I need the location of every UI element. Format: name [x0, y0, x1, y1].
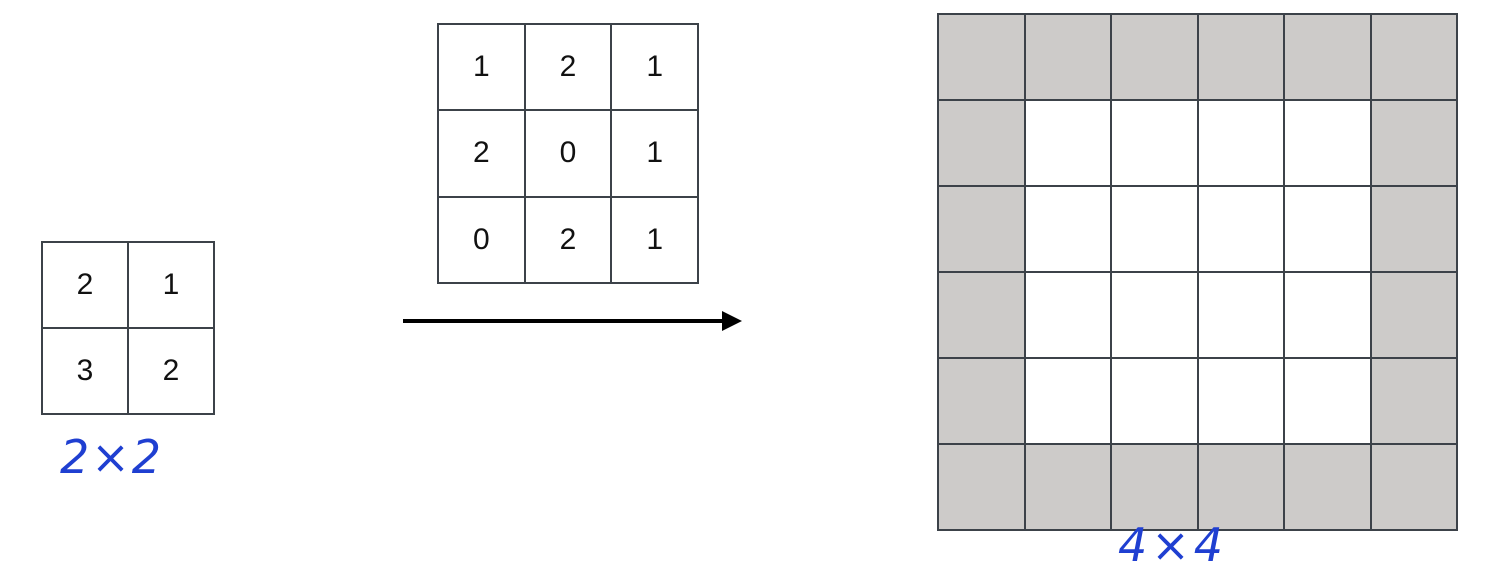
- input-cell: 1: [129, 243, 215, 329]
- padding-cell: [939, 273, 1026, 359]
- output-cell: [1285, 273, 1372, 359]
- output-cell: [1025, 101, 1112, 187]
- output-cell: [1285, 101, 1372, 187]
- padding-cell: [1371, 359, 1458, 445]
- output-cell: [1112, 187, 1199, 273]
- input-cell: 2: [43, 243, 129, 329]
- kernel-cell: 1: [612, 25, 699, 112]
- kernel-cell: 1: [612, 111, 699, 198]
- output-cell: [1198, 187, 1285, 273]
- kernel-cell: 1: [439, 25, 526, 112]
- input-matrix: 2 1 3 2: [41, 241, 215, 415]
- padding-cell: [1112, 15, 1199, 101]
- padding-cell: [1371, 15, 1458, 101]
- padding-cell: [939, 187, 1026, 273]
- output-cell: [1198, 101, 1285, 187]
- output-cell: [1285, 359, 1372, 445]
- output-cell: [1112, 273, 1199, 359]
- output-cell: [1112, 359, 1199, 445]
- padding-cell: [939, 101, 1026, 187]
- output-cell: [1198, 359, 1285, 445]
- output-cell: [1025, 273, 1112, 359]
- padding-cell: [1285, 15, 1372, 101]
- input-size-annotation: 2×2: [60, 430, 164, 484]
- padding-cell: [1025, 15, 1112, 101]
- padding-cell: [1371, 445, 1458, 531]
- kernel-cell: 2: [525, 25, 613, 112]
- output-cell: [1025, 187, 1112, 273]
- padding-cell: [939, 445, 1026, 531]
- output-size-annotation: 4×4: [1118, 518, 1228, 572]
- padding-cell: [1198, 445, 1285, 531]
- kernel-cell: 2: [525, 197, 613, 284]
- padding-cell: [1371, 273, 1458, 359]
- kernel-cell: 1: [612, 197, 699, 284]
- padding-cell: [1112, 445, 1199, 531]
- kernel-cell: 0: [439, 197, 526, 284]
- output-cell: [1198, 273, 1285, 359]
- kernel-matrix: 1 2 1 2 0 1 0 2 1: [437, 23, 699, 284]
- padding-cell: [939, 15, 1026, 101]
- padding-cell: [1025, 445, 1112, 531]
- padding-cell: [939, 359, 1026, 445]
- right-arrow-icon: [403, 311, 742, 331]
- padding-cell: [1285, 445, 1372, 531]
- output-cell: [1025, 359, 1112, 445]
- arrow-head: [722, 311, 742, 331]
- padding-cell: [1198, 15, 1285, 101]
- input-cell: 3: [43, 329, 129, 415]
- output-cell: [1285, 187, 1372, 273]
- output-cell: [1112, 101, 1199, 187]
- input-cell: 2: [129, 329, 215, 415]
- kernel-cell: 0: [525, 111, 613, 198]
- kernel-cell: 2: [439, 111, 526, 198]
- padding-cell: [1371, 101, 1458, 187]
- padding-cell: [1371, 187, 1458, 273]
- output-matrix: [937, 13, 1458, 531]
